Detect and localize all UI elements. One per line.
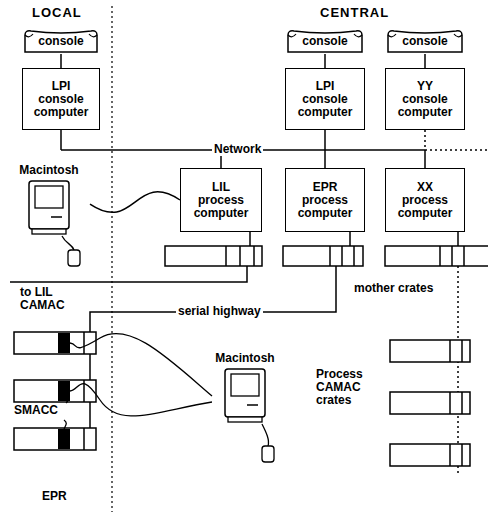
diagram-label: to LIL CAMAC	[18, 286, 72, 312]
computer-box: LPI console computer	[22, 68, 100, 130]
console-terminal: console	[22, 28, 100, 54]
diagram-label: CENTRAL	[318, 6, 391, 19]
computer-box: LPI console computer	[285, 68, 365, 130]
computer-box: YY console computer	[385, 68, 465, 130]
connector-line	[60, 54, 62, 68]
console-terminal: console	[285, 28, 365, 54]
diagram-label: Process CAMAC crates	[314, 368, 384, 407]
node-text: EPR process computer	[293, 181, 357, 220]
node-text: console	[38, 35, 83, 48]
node-text: XX process computer	[393, 181, 457, 220]
node-text: Macintosh	[8, 164, 90, 177]
connector-line	[324, 54, 326, 68]
diagram-label: SMACC	[12, 404, 60, 417]
node-text: LIL process computer	[188, 181, 254, 220]
computer-box: EPR process computer	[285, 168, 365, 232]
node-text: LPI console computer	[30, 80, 92, 119]
console-terminal: console	[385, 28, 465, 54]
node-text: Macintosh	[204, 352, 286, 365]
node-text: console	[302, 35, 347, 48]
diagram-label: serial highway	[176, 305, 263, 318]
connector-line	[90, 192, 180, 213]
computer-box: LIL process computer	[180, 168, 262, 232]
macintosh-computer: Macintosh	[204, 352, 286, 425]
connector-line	[424, 54, 426, 68]
diagram-label: LOCAL	[30, 6, 84, 19]
node-text: YY console computer	[393, 80, 457, 119]
diagram-label: EPR	[40, 490, 69, 503]
diagram-label: mother crates	[352, 282, 435, 295]
node-text: console	[402, 35, 447, 48]
computer-box: XX process computer	[385, 168, 465, 232]
diagram-label: Network	[212, 143, 263, 156]
macintosh-computer: Macintosh	[8, 164, 90, 237]
node-text: LPI console computer	[293, 80, 357, 119]
